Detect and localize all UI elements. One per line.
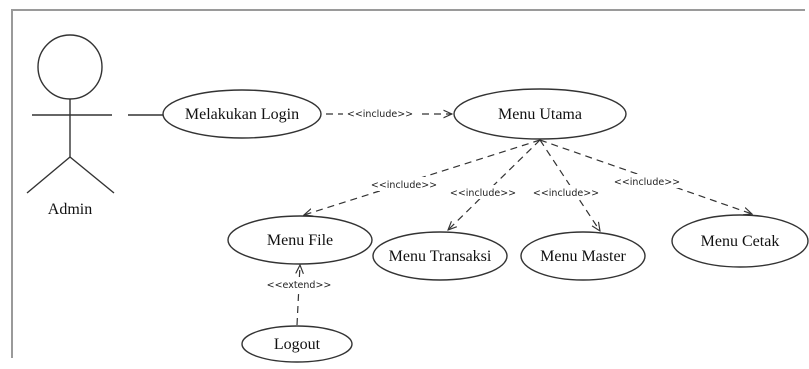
include-label-main-file: <<include>> bbox=[371, 180, 437, 191]
use-case-main-menu-label: Menu Utama bbox=[498, 106, 582, 123]
include-label-bg bbox=[368, 177, 440, 191]
include-label-bg bbox=[611, 174, 683, 188]
use-case-logout bbox=[241, 325, 353, 363]
use-case-master bbox=[520, 231, 646, 281]
extend-logout-file bbox=[297, 265, 300, 326]
diagram-frame bbox=[11, 9, 805, 358]
use-case-login-label: Melakukan Login bbox=[185, 106, 299, 123]
extend-label-bg bbox=[263, 277, 335, 291]
use-case-print-label: Menu Cetak bbox=[701, 233, 780, 250]
include-label-bg bbox=[447, 185, 519, 199]
include-label-main-transaction: <<include>> bbox=[450, 188, 516, 199]
actor-head bbox=[37, 34, 103, 100]
actor-label: Admin bbox=[48, 201, 92, 218]
include-label-main-master: <<include>> bbox=[533, 188, 599, 199]
use-case-transaction bbox=[372, 231, 508, 281]
include-label-main-print: <<include>> bbox=[614, 177, 680, 188]
actor-left-leg bbox=[26, 156, 71, 194]
use-case-print bbox=[671, 214, 809, 268]
extend-label-logout-file: <<extend>> bbox=[267, 280, 332, 291]
include-label-bg bbox=[530, 185, 602, 199]
include-label-bg bbox=[343, 106, 417, 120]
actor-right-leg bbox=[69, 156, 115, 194]
use-case-file-label: Menu File bbox=[267, 232, 333, 249]
use-case-logout-label: Logout bbox=[274, 336, 321, 353]
use-case-master-label: Menu Master bbox=[540, 248, 626, 265]
use-case-login bbox=[162, 89, 322, 139]
use-case-main-menu bbox=[453, 88, 627, 140]
use-case-transaction-label: Menu Transaksi bbox=[389, 248, 492, 265]
actor-admin bbox=[26, 34, 115, 194]
include-label-login-main: <<include>> bbox=[347, 109, 413, 120]
